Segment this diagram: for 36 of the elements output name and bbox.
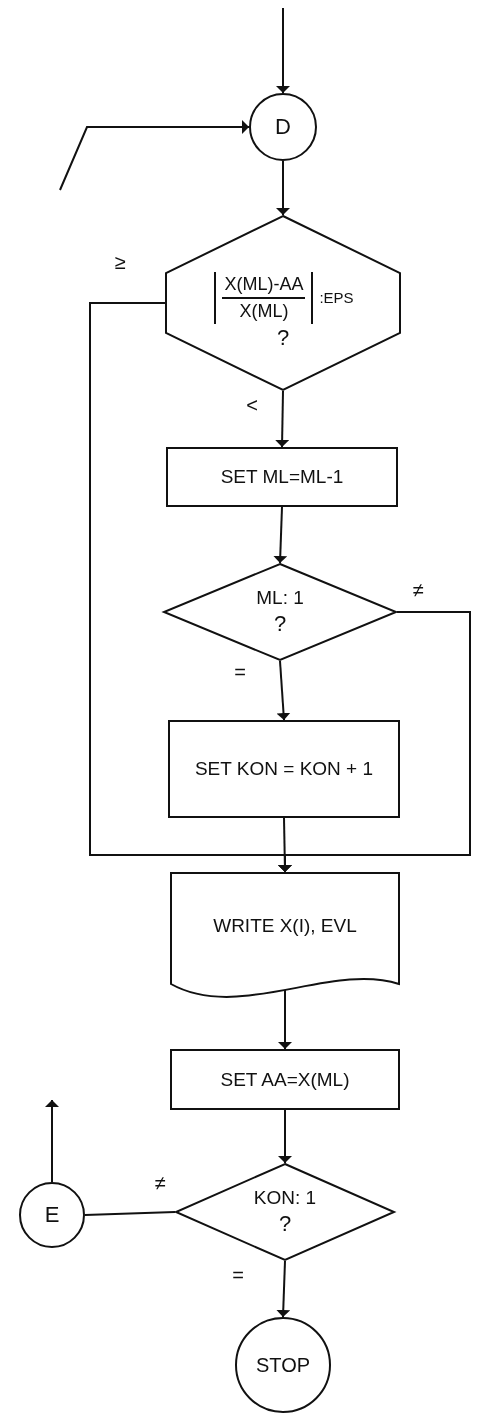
arrow	[279, 160, 287, 216]
decision-diamond	[163, 563, 397, 661]
connector-circle	[249, 93, 317, 161]
node-text: SET KON = KON + 1	[193, 757, 375, 781]
node-text: ML: 1	[255, 586, 305, 611]
decision-diamond	[175, 1163, 395, 1261]
terminal-circle	[235, 1317, 331, 1413]
arrow	[278, 390, 286, 448]
arrow	[89, 302, 289, 873]
arrow	[279, 660, 287, 721]
question-mark: ?	[275, 324, 291, 352]
node-text: STOP	[254, 1352, 312, 1378]
formula-text: X(ML)	[238, 300, 290, 323]
arrow	[276, 506, 284, 564]
node-text: E	[43, 1201, 61, 1229]
arrow	[279, 1260, 287, 1318]
process-box	[166, 447, 398, 507]
arrow	[281, 989, 289, 1050]
node-text: SET ML=ML-1	[219, 465, 345, 489]
arrow	[281, 817, 289, 873]
arrow	[48, 1099, 56, 1183]
process-box	[170, 1049, 400, 1110]
connector-circle	[19, 1182, 85, 1248]
arrow	[279, 7, 287, 94]
formula-text: :EPS	[318, 288, 355, 308]
node-text: D	[274, 113, 292, 141]
decision-hexagon	[165, 215, 401, 391]
node-text: ?	[272, 610, 288, 638]
node-text: KON: 1	[252, 1186, 318, 1211]
formula-text: X(ML)-AA	[222, 274, 306, 300]
process-box	[168, 720, 400, 818]
node-text: SET AA=X(ML)	[219, 1067, 351, 1092]
node-text: WRITE X(I), EVL	[212, 914, 358, 938]
node-text: ?	[277, 1210, 293, 1238]
arrow	[281, 1109, 289, 1164]
arrow	[59, 123, 250, 191]
